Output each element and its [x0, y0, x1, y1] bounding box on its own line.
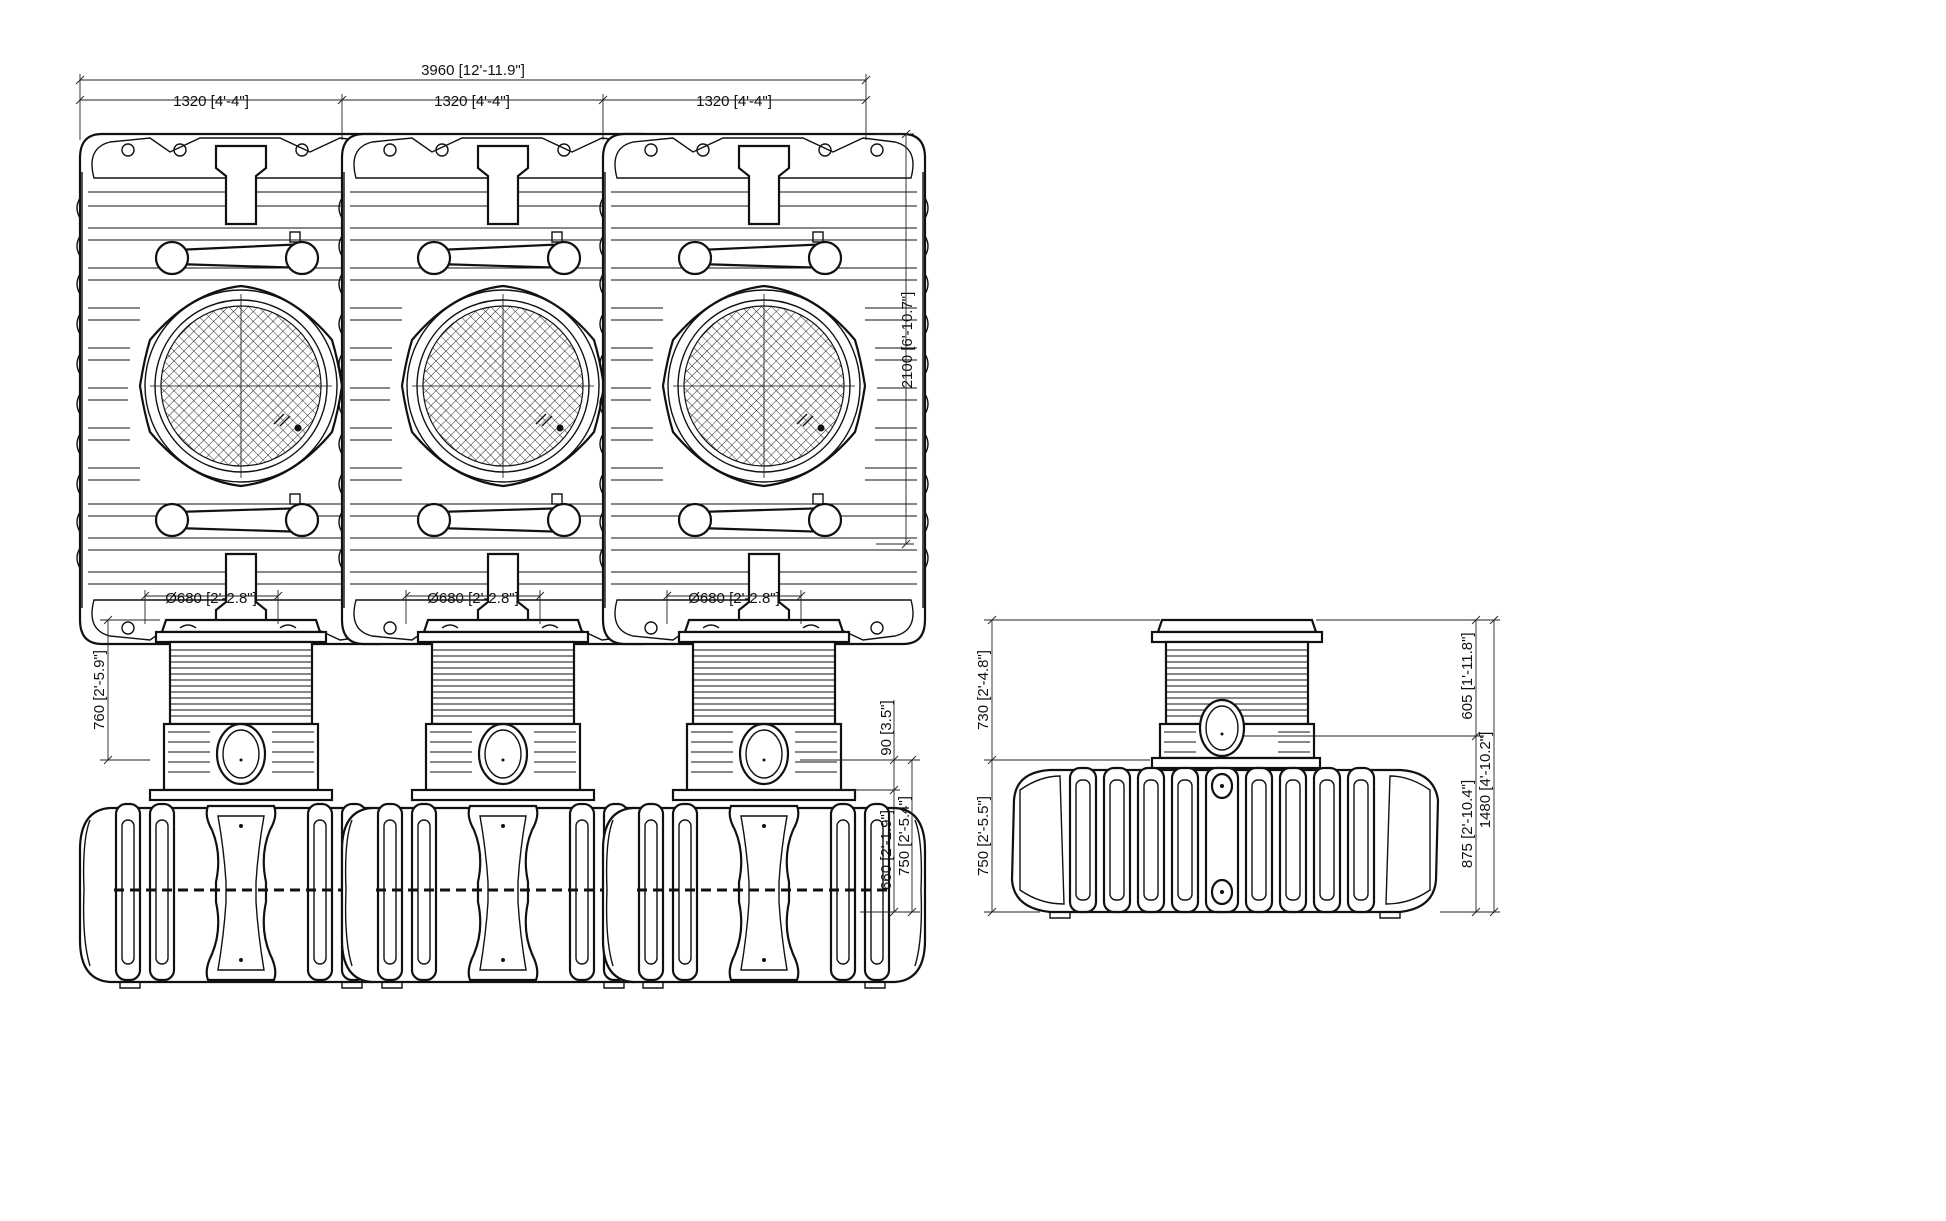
shaft-diameter-label-3: Ø680 [2'-2.8"]: [688, 590, 780, 607]
end-overall-height-label: 1480 [4'-10.2"]: [1477, 732, 1494, 829]
module-width-label-1: 1320 [4'-4"]: [173, 93, 249, 110]
end-shaft-height-label: 730 [2'-4.8"]: [975, 650, 992, 730]
shaft-height-label: 760 [2'-5.9"]: [91, 650, 108, 730]
end-view-right-dimensions: 605 [1'-11.8"] 875 [2'-10.4"] 1480 [4'-1…: [1244, 615, 1500, 917]
overall-depth-label: 2100 [6'-10.7"]: [899, 292, 916, 389]
overall-width-label: 3960 [12'-11.9"]: [421, 62, 525, 79]
shaft-height-dimension: 760 [2'-5.9"]: [91, 615, 160, 765]
end-view-left-dimensions: 730 [2'-4.8"] 750 [2'-5.5"]: [975, 615, 1160, 917]
inlet-height-label: 875 [2'-10.4"]: [1459, 780, 1476, 868]
tank-inner-height-label: 660 [2'-1.9"]: [878, 810, 895, 890]
side-view: Ø680 [2'-2.8"] Ø680 [2'-2.8"] Ø680 [2'-2…: [78, 590, 927, 990]
tank-height-dimensions: 90 [3.5"] 660 [2'-1.9"] 750 [2'-5.4"]: [800, 700, 920, 917]
overall-width-dimension: 3960 [12'-11.9"]: [75, 62, 871, 140]
shaft-diameter-label-1: Ø680 [2'-2.8"]: [165, 590, 257, 607]
shaft-diameter-label-2: Ø680 [2'-2.8"]: [427, 590, 519, 607]
end-view: 730 [2'-4.8"] 750 [2'-5.5"] 605 [1'-11.8…: [975, 615, 1500, 919]
module-width-label-2: 1320 [4'-4"]: [434, 93, 510, 110]
shaft-diameter-dimensions: Ø680 [2'-2.8"] Ø680 [2'-2.8"] Ø680 [2'-2…: [140, 590, 806, 624]
overall-depth-dimension: 2100 [6'-10.7"]: [876, 129, 916, 549]
module-width-dimensions: 1320 [4'-4"] 1320 [4'-4"] 1320 [4'-4"]: [75, 93, 871, 140]
plan-view: 3960 [12'-11.9"] 1320 [4'-4"] 1320 [4'-4…: [75, 62, 930, 646]
end-tank-height-label: 750 [2'-5.5"]: [975, 796, 992, 876]
collar-height-label: 90 [3.5"]: [878, 700, 895, 755]
tank-height-label: 750 [2'-5.4"]: [896, 796, 913, 876]
top-to-inlet-label: 605 [1'-11.8"]: [1459, 632, 1476, 719]
module-width-label-3: 1320 [4'-4"]: [696, 93, 772, 110]
